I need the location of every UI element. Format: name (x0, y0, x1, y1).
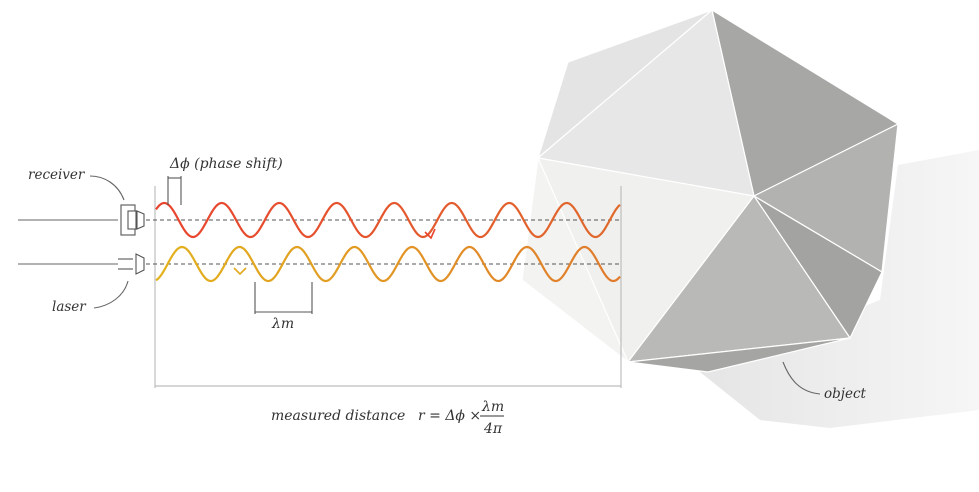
return-wave (155, 201, 621, 239)
formula-lhs: r = Δϕ × (418, 408, 481, 424)
phase-shift-bracket (167, 176, 182, 205)
object-polyhedron (521, 9, 899, 373)
formula-denominator: 4π (483, 421, 503, 437)
formula-numerator: λm (481, 399, 504, 415)
phase-shift-label: Δϕ (phase shift) (169, 156, 283, 172)
outgoing-wave-arrow (233, 267, 247, 276)
object-shadow (700, 150, 979, 428)
wavelength-label: λm (271, 316, 294, 332)
wavelength-bracket (254, 282, 313, 314)
object-label: object (824, 386, 867, 402)
return-wave-arrow (424, 228, 436, 240)
object-leader (782, 361, 821, 395)
receiver-leader (89, 175, 125, 201)
laser-leader (93, 280, 129, 309)
laser-icon (118, 253, 145, 275)
laser-label: laser (52, 299, 87, 315)
outgoing-wave (155, 245, 621, 283)
receiver-label: receiver (28, 167, 86, 183)
receiver-icon (120, 204, 145, 236)
measured-distance-label: measured distance (271, 408, 405, 424)
